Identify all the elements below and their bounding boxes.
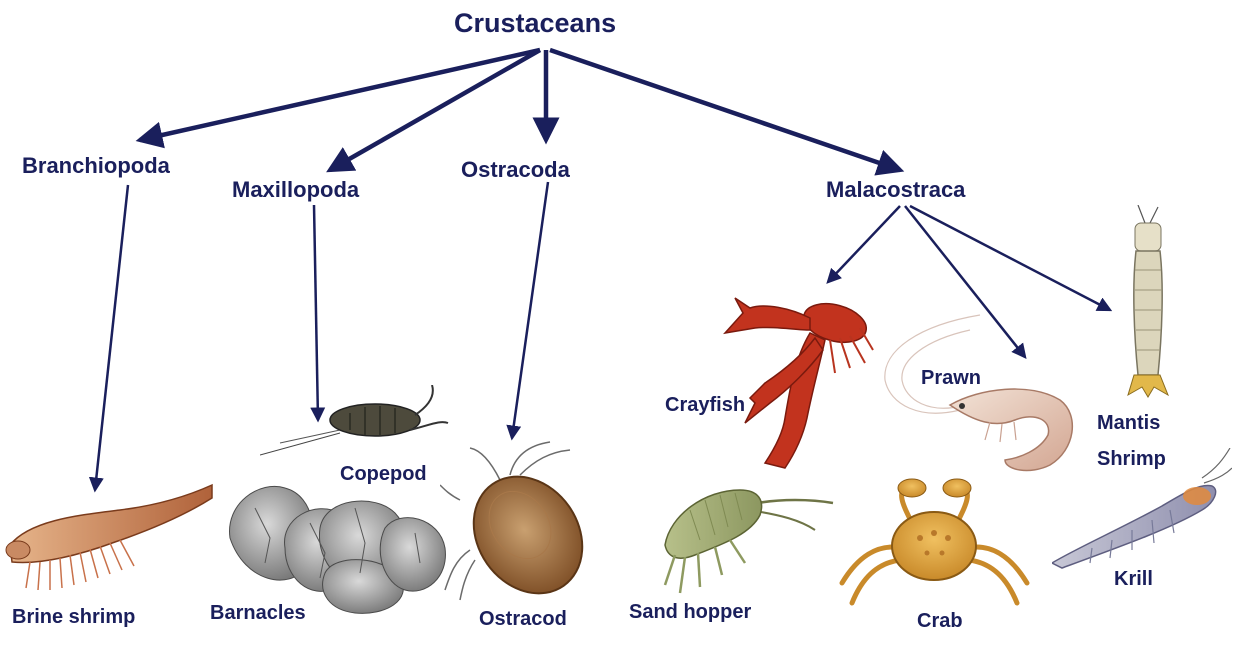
barnacles-image: [225, 478, 450, 618]
example-label-crayfish: Crayfish: [665, 394, 745, 417]
brine-shrimp-image: [0, 470, 215, 600]
class-label-branchiopoda: Branchiopoda: [22, 153, 170, 178]
copepod-image: [260, 385, 450, 460]
example-label-barnacles: Barnacles: [210, 602, 306, 625]
arrow-root-maxillopoda: [330, 50, 540, 170]
arrow-malacostraca-mantis-shrimp: [910, 206, 1110, 310]
example-label-ostracod: Ostracod: [479, 608, 567, 631]
arrow-malacostraca-crayfish: [828, 206, 900, 282]
mantis-shrimp-image: [1120, 205, 1175, 400]
example-label-sand-hopper: Sand hopper: [629, 601, 751, 624]
root-label-crustaceans: Crustaceans: [454, 8, 616, 39]
crab-image: [832, 478, 1037, 613]
class-label-malacostraca: Malacostraca: [826, 177, 965, 202]
prawn-image: [880, 310, 1080, 475]
sand-hopper-image: [650, 475, 835, 600]
example-label-brine-shrimp: Brine shrimp: [12, 606, 135, 629]
arrow-branchiopoda-brine-shrimp: [95, 185, 128, 490]
crayfish-image: [715, 288, 875, 473]
arrow-root-branchiopoda: [140, 50, 540, 140]
arrow-ostracoda-ostracod: [512, 182, 548, 438]
arrow-root-malacostraca: [550, 50, 900, 170]
example-label-crab: Crab: [917, 610, 963, 633]
example-label-copepod: Copepod: [340, 463, 427, 486]
example-label-mantis: Mantis: [1097, 412, 1160, 435]
ostracod-image: [440, 440, 605, 605]
example-label-krill: Krill: [1114, 568, 1153, 591]
example-label-prawn: Prawn: [921, 367, 981, 390]
class-label-maxillopoda: Maxillopoda: [232, 177, 359, 202]
example-label-shrimp: Shrimp: [1097, 448, 1166, 471]
class-label-ostracoda: Ostracoda: [461, 157, 570, 182]
